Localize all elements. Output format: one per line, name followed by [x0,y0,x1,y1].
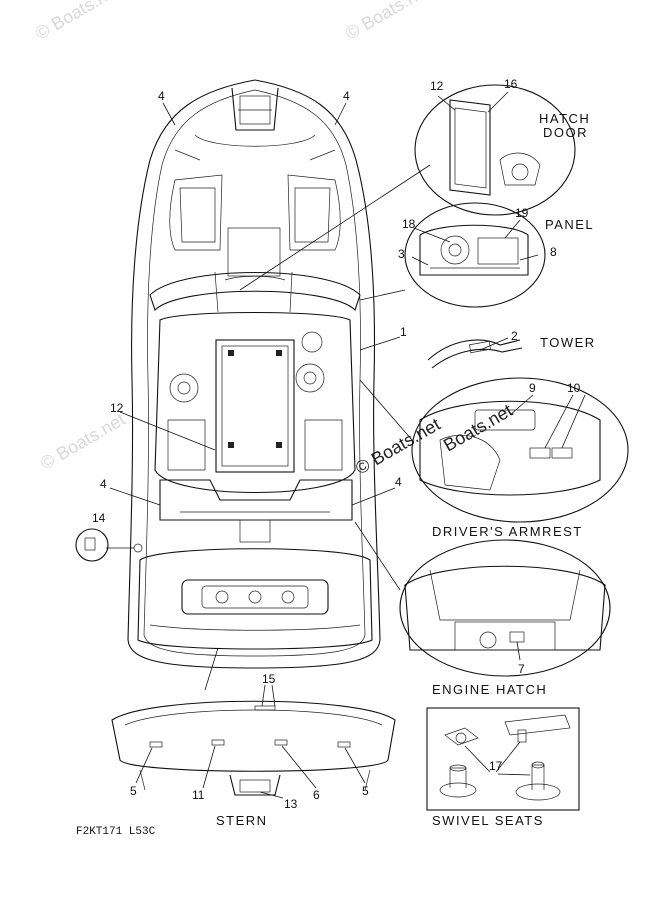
panel-detail [359,202,546,308]
label-drivers-armrest: DRIVER'S ARMREST [432,524,583,539]
label-panel: PANEL [545,217,594,232]
hatch-door-detail [239,84,576,291]
callout-6-stern: 6 [313,788,320,802]
callout-14-side: 14 [92,511,106,525]
callout-4-deck-left: 4 [100,477,107,491]
swivel-seats-detail [426,707,580,811]
callout-8-panel: 8 [550,245,557,259]
callout-17-swivel: 17 [489,759,503,773]
stern-view [111,647,396,799]
boat-top-view [127,79,381,669]
callout-12-hatch: 12 [430,79,444,93]
callout-13-stern: 13 [284,797,298,811]
callout-18-panel: 18 [402,217,416,231]
callout-9-armrest: 9 [529,381,536,395]
label-door: DOOR [543,125,588,140]
label-tower: TOWER [540,335,596,350]
callout-11-stern: 11 [192,788,205,802]
callout-4-bow-left: 4 [158,89,165,103]
callout-15-stern: 15 [262,672,276,686]
label-swivel-seats: SWIVEL SEATS [432,813,544,828]
callout-7-engine: 7 [518,662,525,676]
callout-3-panel: 3 [398,247,405,261]
callout-2-tower: 2 [511,329,518,343]
callout-19-panel: 19 [515,206,529,220]
watermark-top-right: © Boats.net [342,0,434,43]
label-stern: STERN [216,813,268,828]
callout-12-deck: 12 [110,401,124,415]
engine-hatch-detail [354,521,611,677]
callout-numbers: 4 4 12 16 18 19 3 8 1 2 9 10 12 4 4 14 7… [92,77,581,811]
callout-5-stern-left: 5 [130,784,137,798]
deck-leaders [109,102,401,506]
callout-1-deck: 1 [400,325,407,339]
callout-5-stern-right: 5 [362,784,369,798]
diagram-code: F2KT171 L53C [76,826,156,838]
callout-4-bow-right: 4 [343,89,350,103]
callout-10-armrest: 10 [567,381,581,395]
side-decal-detail [75,528,143,562]
label-engine-hatch: ENGINE HATCH [432,682,547,697]
label-hatch: HATCH [539,111,590,126]
watermark-detail: Boats.net [440,400,516,455]
tower-detail [427,337,523,369]
section-labels: HATCH DOOR PANEL TOWER DRIVER'S ARMREST … [76,111,596,838]
watermark-mid-left: © Boats.net [37,409,129,473]
callout-4-deck-right: 4 [395,475,402,489]
callout-16-hatch: 16 [504,77,518,91]
watermark-top-left: © Boats.net [32,0,124,43]
